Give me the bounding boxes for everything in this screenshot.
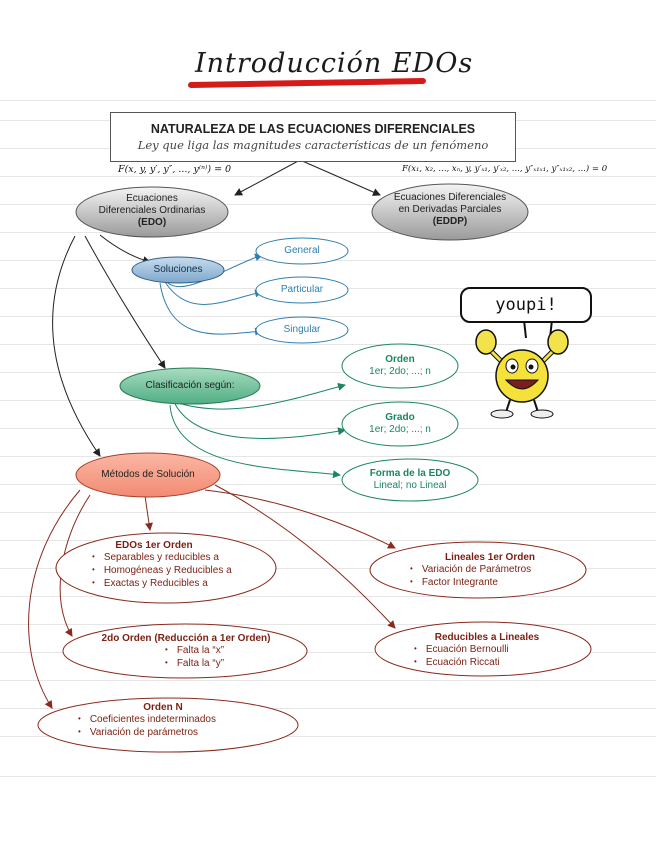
node-forma-title: Forma de la EDO (342, 468, 478, 480)
node-reducibles-list: Ecuación Bernoulli Ecuación Riccati (414, 643, 562, 669)
formula-eddp: F(x₁, x₂, ..., xₙ, y, y′ₓ₁, y′ₓ₂, ..., y… (402, 164, 607, 174)
node-eddp-line2: en Derivadas Parciales (372, 204, 528, 216)
node-eddp-line1: Ecuaciones Diferenciales (372, 192, 528, 204)
node-grado-title: Grado (342, 412, 458, 424)
list-item: Variación de parámetros (78, 726, 268, 739)
node-reducibles: Reducibles a Lineales Ecuación Bernoulli… (412, 632, 562, 669)
node-particular: Particular (256, 284, 348, 296)
header-title: NATURALEZA DE LAS ECUACIONES DIFERENCIAL… (111, 122, 515, 136)
node-forma-detail: Lineal; no Lineal (342, 480, 478, 492)
node-singular: Singular (256, 324, 348, 336)
list-item: Separables y reducibles a (92, 551, 282, 564)
node-metodos: Métodos de Solución (76, 469, 220, 481)
header-box: NATURALEZA DE LAS ECUACIONES DIFERENCIAL… (110, 112, 516, 162)
smiley-arms-up-icon (476, 320, 568, 418)
list-item: Homogéneas y Reducibles a (92, 564, 282, 577)
node-edo-line1: Ecuaciones (76, 193, 228, 205)
node-orden-detail: 1er; 2do; ...; n (342, 366, 458, 378)
list-item: Falta la “x” (165, 644, 297, 657)
node-soluciones: Soluciones (132, 264, 224, 276)
formula-edo: F(x, y, y′, y″, ..., y⁽ⁿ⁾) = 0 (118, 164, 231, 175)
node-edos1er: EDOs 1er Orden Separables y reducibles a… (92, 540, 282, 590)
node-reducibles-title: Reducibles a Lineales (412, 632, 562, 643)
node-lineales1er-list: Variación de Parámetros Factor Integrant… (410, 563, 570, 589)
node-grado: Grado 1er; 2do; ...; n (342, 412, 458, 436)
list-item: Falta la “y” (165, 657, 297, 670)
node-edo-abbr: (EDO) (76, 217, 228, 229)
node-orden2-title: 2do Orden (Reducción a 1er Orden) (75, 633, 297, 644)
node-orden2-list: Falta la “x” Falta la “y” (165, 644, 297, 670)
node-ordenN-title: Orden N (78, 702, 248, 713)
node-ordenN: Orden N Coeficientes indeterminados Vari… (78, 702, 268, 739)
node-orden: Orden 1er; 2do; ...; n (342, 354, 458, 378)
list-item: Factor Integrante (410, 576, 570, 589)
list-item: Exactas y Reducibles a (92, 577, 282, 590)
node-general: General (256, 245, 348, 257)
node-eddp: Ecuaciones Diferenciales en Derivadas Pa… (372, 192, 528, 228)
node-edos1er-list: Separables y reducibles a Homogéneas y R… (92, 551, 282, 590)
list-item: Variación de Parámetros (410, 563, 570, 576)
node-orden2: 2do Orden (Reducción a 1er Orden) Falta … (75, 633, 297, 670)
list-item: Ecuación Riccati (414, 656, 562, 669)
node-lineales1er-title: Lineales 1er Orden (410, 552, 570, 563)
header-subtitle: Ley que liga las magnitudes característi… (111, 138, 515, 152)
node-edo-line2: Diferenciales Ordinarias (76, 205, 228, 217)
node-edos1er-title: EDOs 1er Orden (92, 540, 216, 551)
list-item: Ecuación Bernoulli (414, 643, 562, 656)
node-ordenN-list: Coeficientes indeterminados Variación de… (78, 713, 268, 739)
node-edo: Ecuaciones Diferenciales Ordinarias (EDO… (76, 193, 228, 229)
list-item: Coeficientes indeterminados (78, 713, 268, 726)
node-clasificacion: Clasificación según: (120, 380, 260, 392)
speech-bubble: youpi! (460, 287, 592, 323)
node-eddp-abbr: (EDDP) (372, 216, 528, 228)
node-forma: Forma de la EDO Lineal; no Lineal (342, 468, 478, 492)
node-lineales1er: Lineales 1er Orden Variación de Parámetr… (410, 552, 570, 589)
node-grado-detail: 1er; 2do; ...; n (342, 424, 458, 436)
node-orden-title: Orden (342, 354, 458, 366)
